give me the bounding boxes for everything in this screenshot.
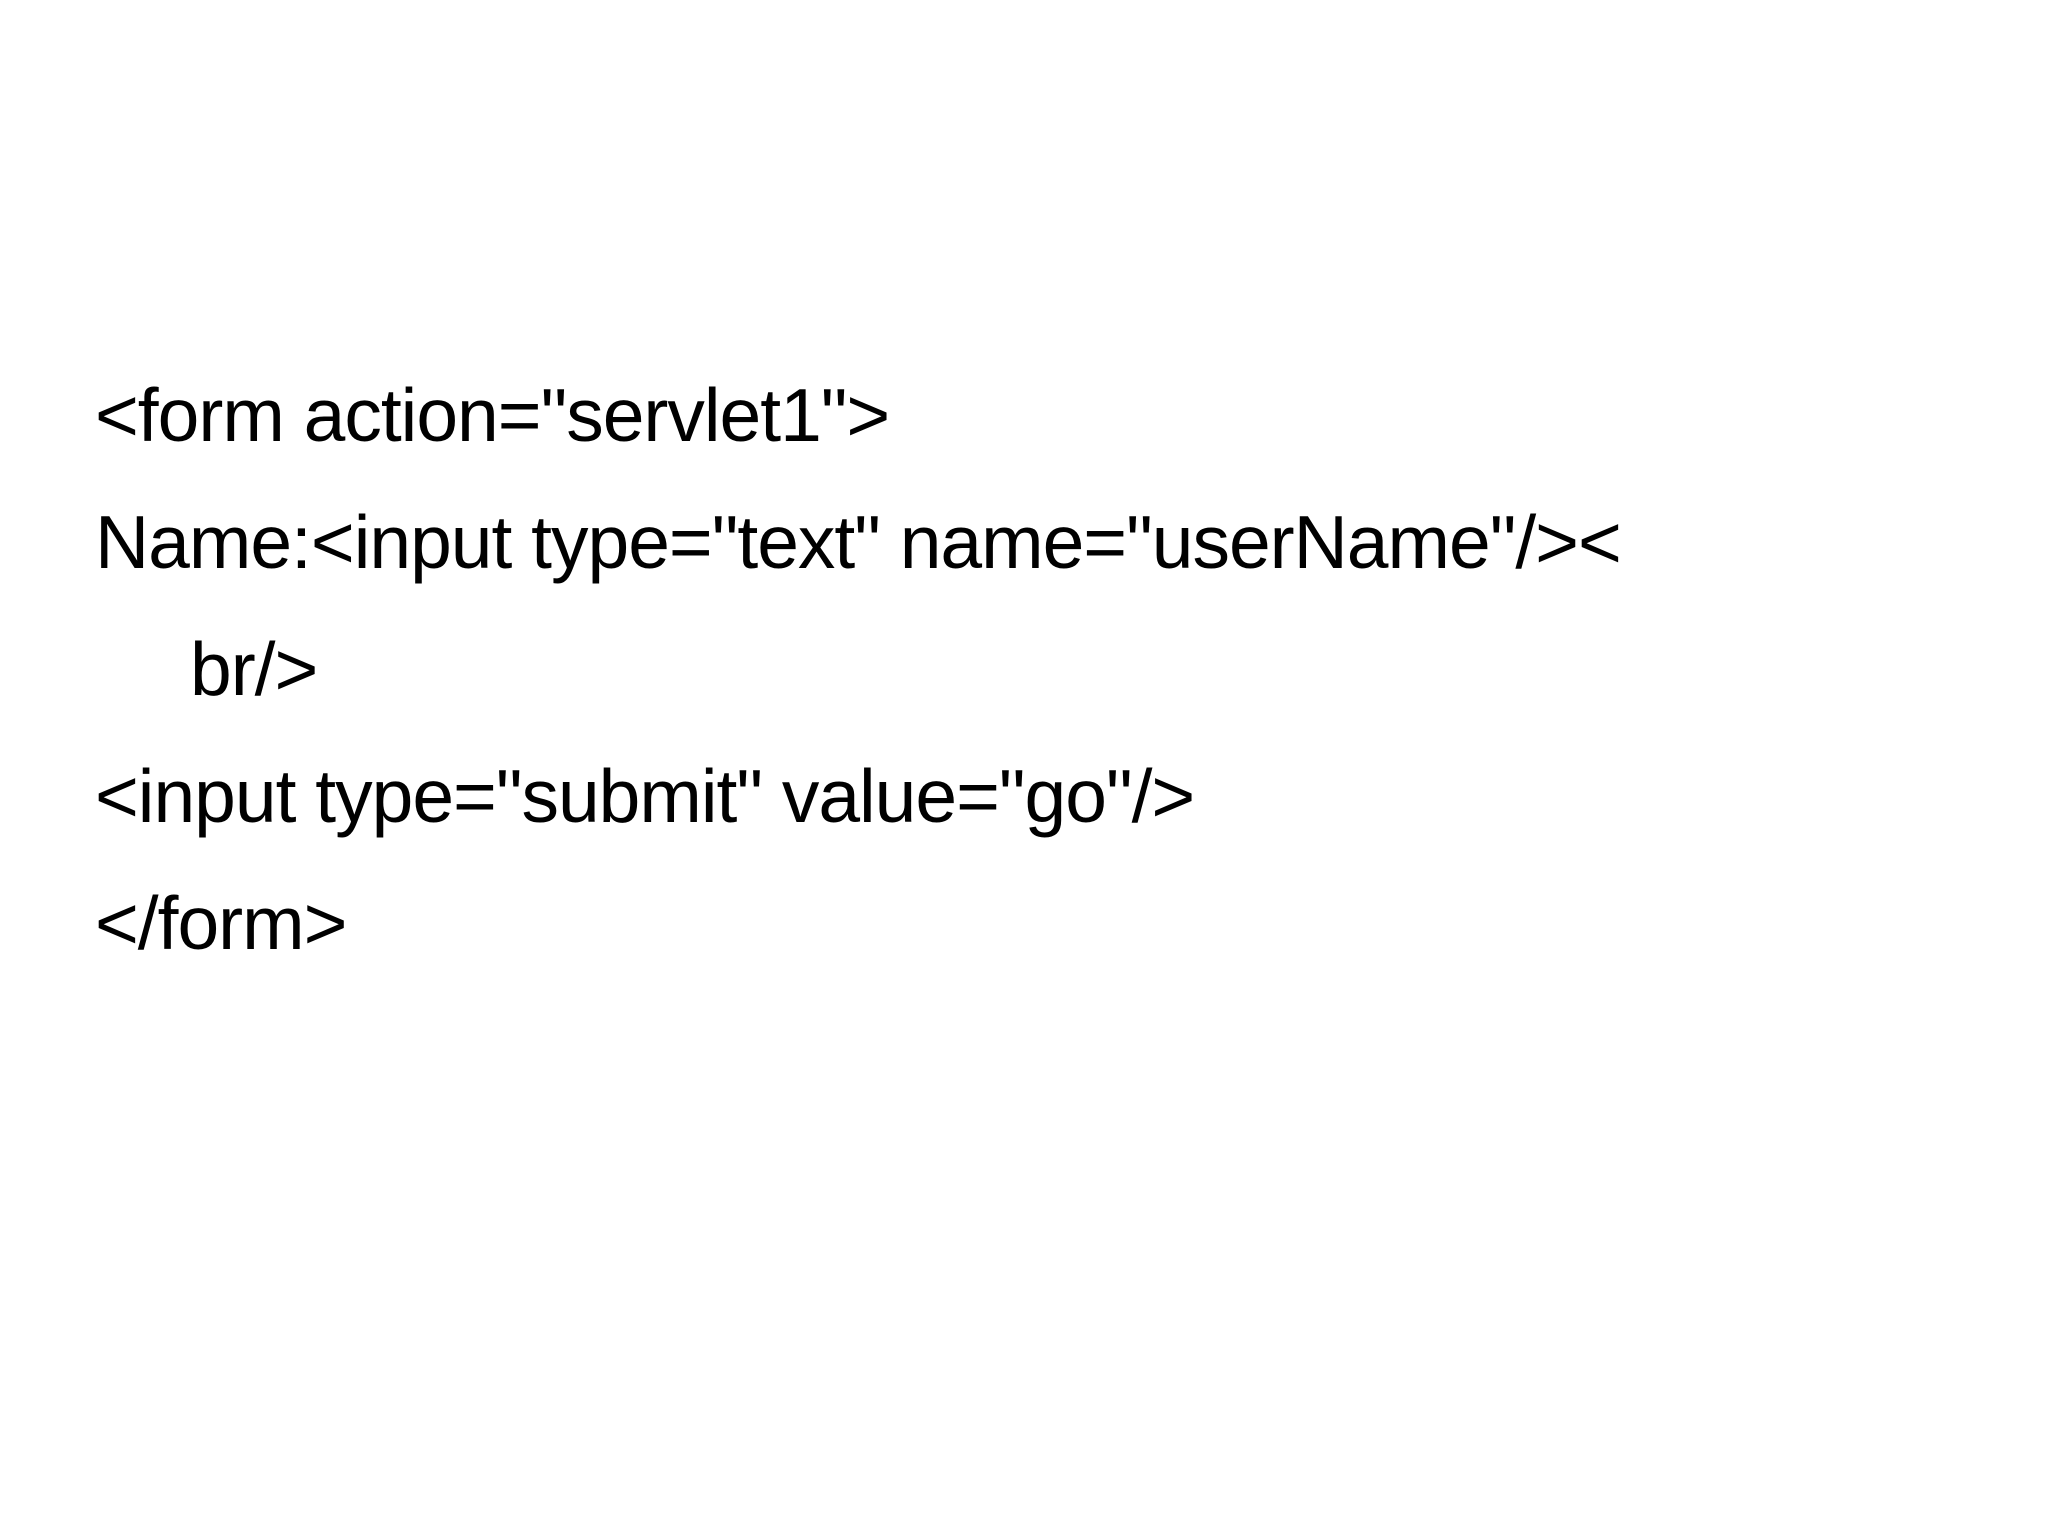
code-line-form-open: <form action="servlet1"> (95, 373, 890, 457)
code-block: <form action="servlet1"> Name:<input typ… (95, 352, 1995, 987)
code-line-form-close: </form> (95, 881, 347, 965)
code-line-name-input: Name:<input type="text" name="userName"/… (95, 500, 1622, 584)
code-line-br-wrapped: br/> (190, 627, 318, 711)
code-line-submit-input: <input type="submit" value="go"/> (95, 754, 1195, 838)
